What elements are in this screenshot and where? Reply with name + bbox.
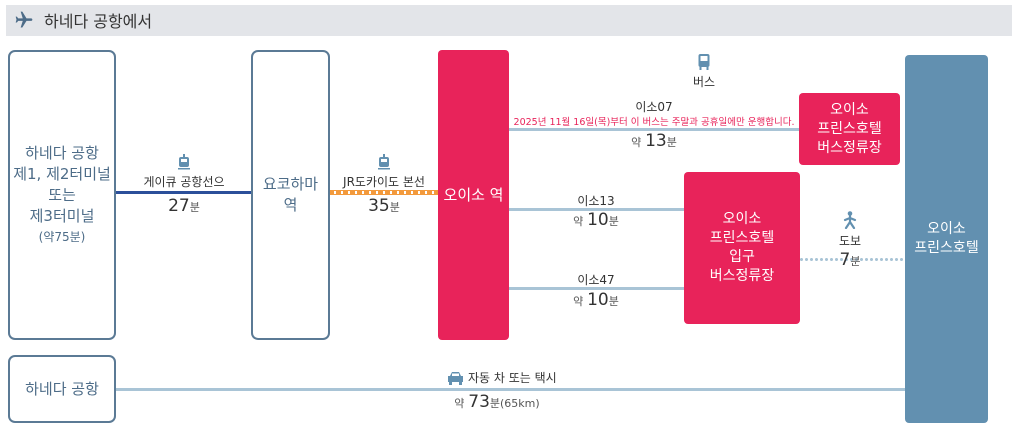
bus-label: 버스 [692,75,716,89]
train-icon [178,154,190,170]
time-value: 73 [468,392,490,412]
route-name: 이소07 [635,100,673,114]
route-name: 이소47 [577,273,615,287]
node-label: 오이소 [927,221,966,237]
node-label: 오이소 [722,211,762,227]
node-label: 역 [283,196,298,214]
node-label: 하네다 공항 [25,379,99,398]
car-line [115,388,905,391]
node-label: 프린스호텔 [709,230,775,246]
jr-line [329,190,438,195]
iso13-line [509,208,684,211]
node-label: 오이소 [830,101,869,118]
time-unit: 분 [389,201,400,214]
node-oiso-station: 오이소 역 [438,50,509,340]
time-unit: 분 [666,136,677,149]
route-time: 약 73분(65km) [454,392,539,412]
route-name: 게이큐 공항선으 [143,175,225,189]
airplane-icon [15,11,33,28]
route-time: 약 13분 [631,131,677,151]
time-unit: 분 [850,255,861,268]
time-value: 35 [368,196,390,216]
page-title: 하네다 공항에서 [44,12,153,31]
train-icon [378,154,390,170]
car-route-label: 자동 차 또는 택시 [447,369,557,386]
time-value: 13 [645,131,667,151]
walk-line [799,258,905,261]
time-value: 27 [168,196,190,216]
time-unit: 분 [189,201,200,214]
time-prefix: 약 [573,215,584,228]
route-time: 약 10분 [573,210,619,230]
route-name: JR도카이도 본선 [343,175,425,189]
time-unit: 분 [608,295,619,308]
time-prefix: 약 [631,136,642,149]
route-time: 7분 [840,250,861,270]
node-label: 프린스호텔 [914,240,979,256]
route-time: 27분 [168,196,200,216]
time-value: 7 [839,250,851,270]
node-haneda-airport: 하네다 공항 [8,355,116,423]
route-notice: 2025년 11월 16일(목)부터 이 버스는 주말과 공휴일에만 운행합니다… [513,117,795,128]
header-bar [6,5,1012,36]
node-note: (약75분) [38,229,86,244]
time-unit: 분(65km) [489,397,540,410]
time-prefix: 약 [573,295,584,308]
route-time: 약 10분 [573,290,619,310]
node-label: 요코하마 [262,175,319,193]
time-value: 10 [587,210,609,230]
node-label: 제1, 제2터미널 [13,164,111,183]
iso07-line [509,128,799,131]
time-unit: 분 [608,215,619,228]
node-label: 입구 [729,249,755,265]
node-label: 오이소 역 [443,185,504,204]
node-label: 또는 [48,185,76,204]
node-label: 프린스호텔 [817,120,882,137]
route-name: 자동 차 또는 택시 [468,371,557,385]
route-name: 이소13 [577,194,615,208]
node-label: 버스정류장 [817,139,882,156]
node-label: 버스정류장 [709,268,775,284]
time-value: 10 [587,290,609,310]
walking-icon [843,211,857,229]
time-prefix: 약 [454,397,465,410]
bus-icon [698,54,710,70]
node-label: 하네다 공항 [25,143,99,162]
route-name: 도보 [838,234,862,248]
car-icon [448,371,463,385]
node-label: 제3터미널 [29,206,95,225]
iso47-line [509,287,684,290]
keikyu-line [115,191,251,194]
route-time: 35분 [368,196,400,216]
